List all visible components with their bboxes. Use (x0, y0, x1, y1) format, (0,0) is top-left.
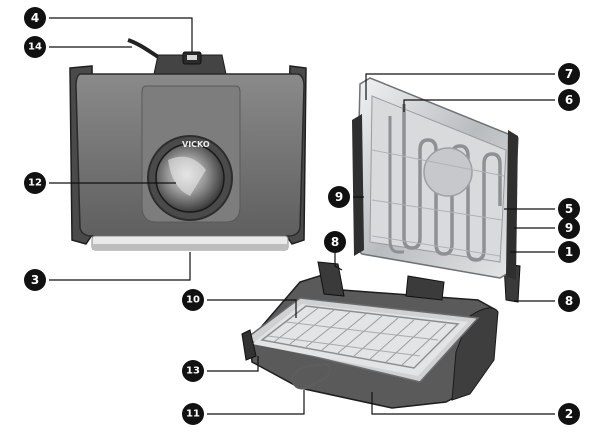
callout-14: 14 (24, 36, 46, 58)
rack-handle[interactable] (290, 362, 332, 390)
callout-2: 2 (558, 403, 580, 425)
heating-element (402, 104, 502, 262)
callout-1-label: 1 (565, 245, 573, 259)
viewing-window: VICKO (147, 135, 233, 221)
callout-9-right: 9 (558, 217, 580, 239)
callout-5: 5 (558, 198, 580, 220)
callout-8-left-label: 8 (331, 235, 339, 249)
callout-3-label: 3 (31, 273, 39, 287)
callout-12-label: 12 (28, 178, 42, 189)
lid-right-bracket (506, 130, 518, 280)
callout-4-label: 4 (31, 11, 39, 25)
lid-wire-guard (371, 149, 505, 257)
callout-7: 7 (558, 63, 580, 85)
callout-12: 12 (24, 172, 46, 194)
lid-reflector (423, 147, 473, 197)
callout-9-right-label: 9 (565, 221, 573, 235)
lid-left-bracket (352, 114, 364, 256)
callout-8-right-label: 8 (565, 294, 573, 308)
left-base-foot (241, 329, 257, 361)
open-grill (241, 77, 521, 409)
callout-3: 3 (24, 269, 46, 291)
callout-9-left-label: 9 (335, 190, 343, 204)
base-side-right (451, 307, 499, 401)
element-terminal (405, 275, 445, 301)
callout-9-left: 9 (328, 186, 350, 208)
callout-11: 11 (182, 403, 204, 425)
callout-1: 1 (558, 241, 580, 263)
closed-grill: VICKO (69, 38, 307, 251)
callout-8-right: 8 (558, 290, 580, 312)
callout-7-label: 7 (565, 67, 573, 81)
leader-lines (49, 17, 555, 415)
grill-rack[interactable] (260, 305, 460, 369)
callout-14-label: 14 (28, 42, 42, 53)
callout-11-label: 11 (186, 409, 200, 420)
callout-2-label: 2 (565, 407, 573, 421)
callout-5-label: 5 (565, 202, 573, 216)
callout-4: 4 (24, 7, 46, 29)
thermostat-indicator (187, 55, 197, 60)
callout-6: 6 (558, 89, 580, 111)
callout-6-label: 6 (565, 93, 573, 107)
callout-13: 13 (182, 360, 204, 382)
callout-10-label: 10 (186, 295, 200, 306)
power-cord (127, 38, 162, 60)
callout-10: 10 (182, 289, 204, 311)
callout-8-left: 8 (324, 231, 346, 253)
brand-logo: VICKO (182, 140, 210, 149)
left-hinge (317, 261, 345, 297)
callout-13-label: 13 (186, 366, 200, 377)
